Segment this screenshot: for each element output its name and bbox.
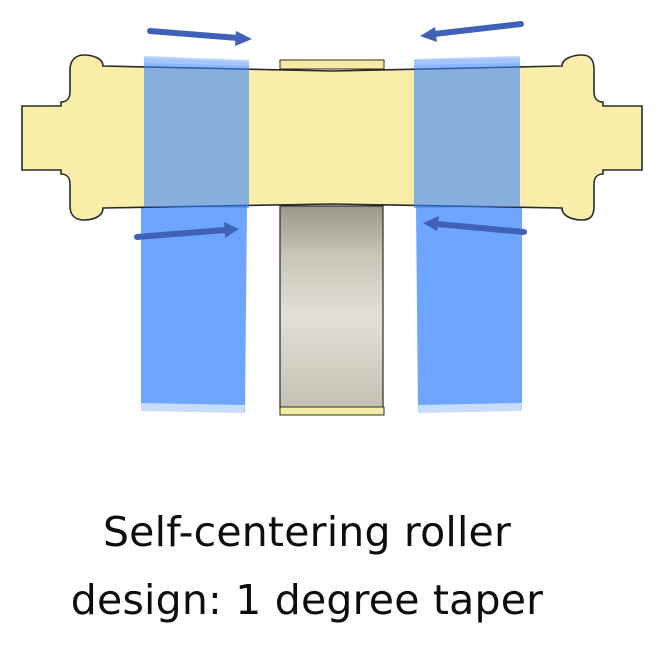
left-belt-lower <box>141 205 247 412</box>
arrow-bottom-left-icon <box>134 222 239 240</box>
top-tab <box>279 59 385 70</box>
right-belt-lower <box>416 205 522 412</box>
arrow-top-right-icon <box>420 21 524 42</box>
left-belt-top-edge <box>144 56 249 66</box>
right-belt-top-edge <box>414 56 520 65</box>
left-belt-lower-edge <box>141 403 245 413</box>
caption-line-1: Self-centering roller <box>102 508 512 556</box>
left-belt-on-roller <box>144 58 249 208</box>
right-belt-lower-edge <box>418 403 522 413</box>
roller-diagram <box>21 21 643 416</box>
guide-plate <box>279 205 384 409</box>
arrow-top-left-icon <box>147 28 252 46</box>
caption-line-2: design: 1 degree taper <box>70 576 544 624</box>
tapered-roller <box>21 54 643 221</box>
bottom-tab <box>279 406 385 416</box>
arrow-bottom-right-icon <box>423 216 527 235</box>
right-belt-on-roller <box>414 58 520 208</box>
